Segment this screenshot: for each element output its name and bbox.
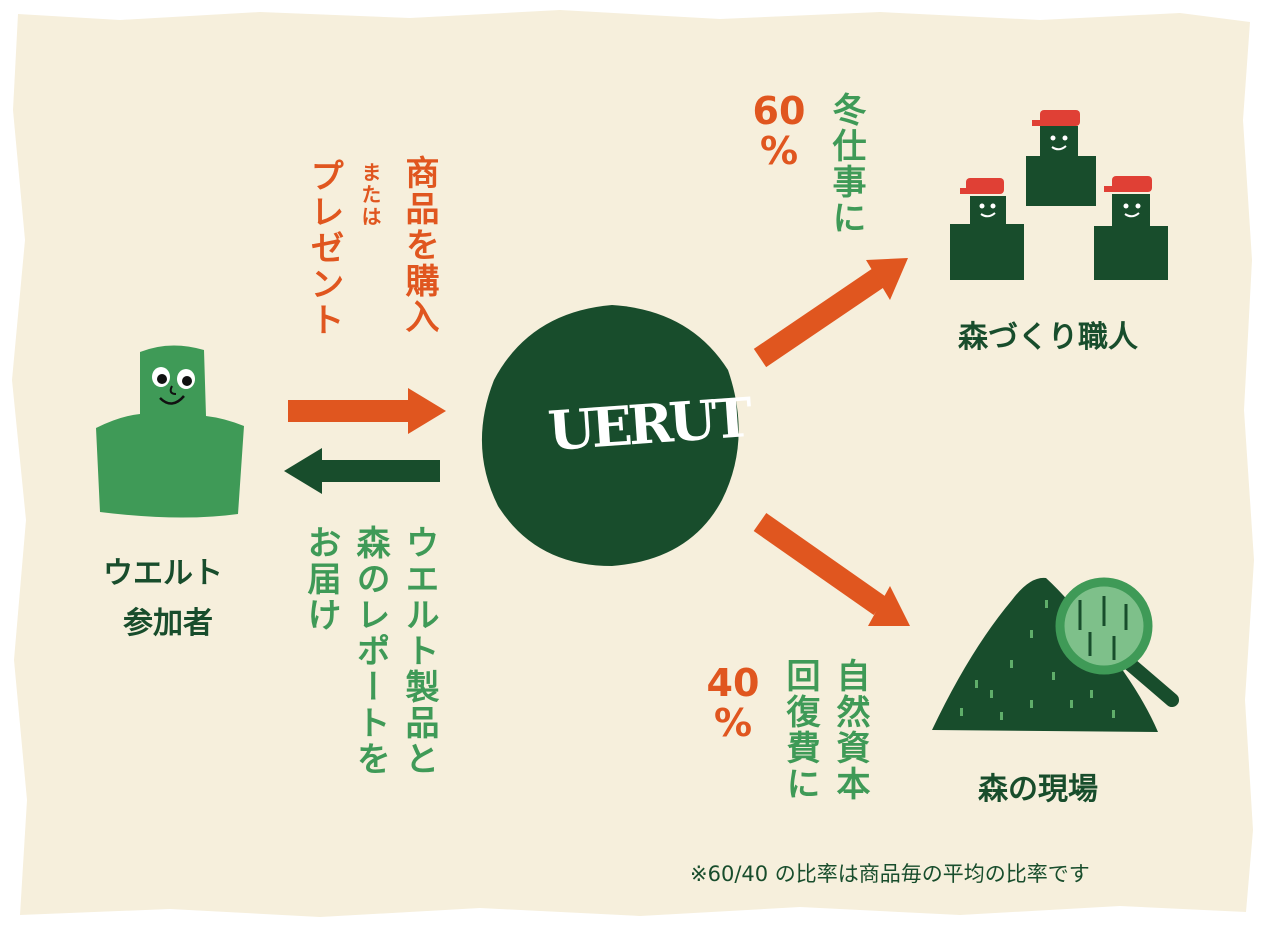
craftsmen-share-unit: % [759,128,799,173]
arrow-to-forest-icon [753,512,910,626]
arrow-right-icon [288,388,446,434]
flow-out-line3: お届け [301,525,341,633]
craftsman-icon [1026,110,1096,206]
forest-label: 森の現場 [978,772,1098,807]
craftsmen-label: 森づくり職人 [958,320,1138,355]
craftsmen-purpose: 冬仕事に [826,92,866,236]
flow-out-line2: 森のレポートを [350,525,390,777]
flow-in-line2: または [358,162,382,228]
craftsman-icon [950,178,1024,280]
participant-label-line1: ウエルト [103,556,223,591]
arrow-to-craftsmen-icon [753,258,908,368]
flow-in-line1: 商品を購入 [399,155,439,335]
craftsman-icon [1094,176,1168,280]
forest-share: 40 % [700,661,766,745]
footnote: ※60/40 の比率は商品毎の平均の比率です [690,862,1090,886]
person-icon [96,345,244,518]
forest-purpose-line1: 自然資本 [830,658,870,802]
magnifier-icon [1055,577,1179,707]
craftsmen-share: 60 % [746,89,812,173]
forest-purpose-line2: 回復費に [780,658,820,802]
forest-share-unit: % [713,700,753,745]
participant-label-line2: 参加者 [123,606,213,641]
forest-share-value: 40 [706,661,760,705]
forest-hill-icon [932,577,1158,732]
flow-out-line1: ウエルト製品と [399,525,439,777]
arrow-left-icon [284,448,440,494]
flow-in-line3: プレゼント [304,158,344,338]
craftsmen-share-value: 60 [752,89,806,133]
